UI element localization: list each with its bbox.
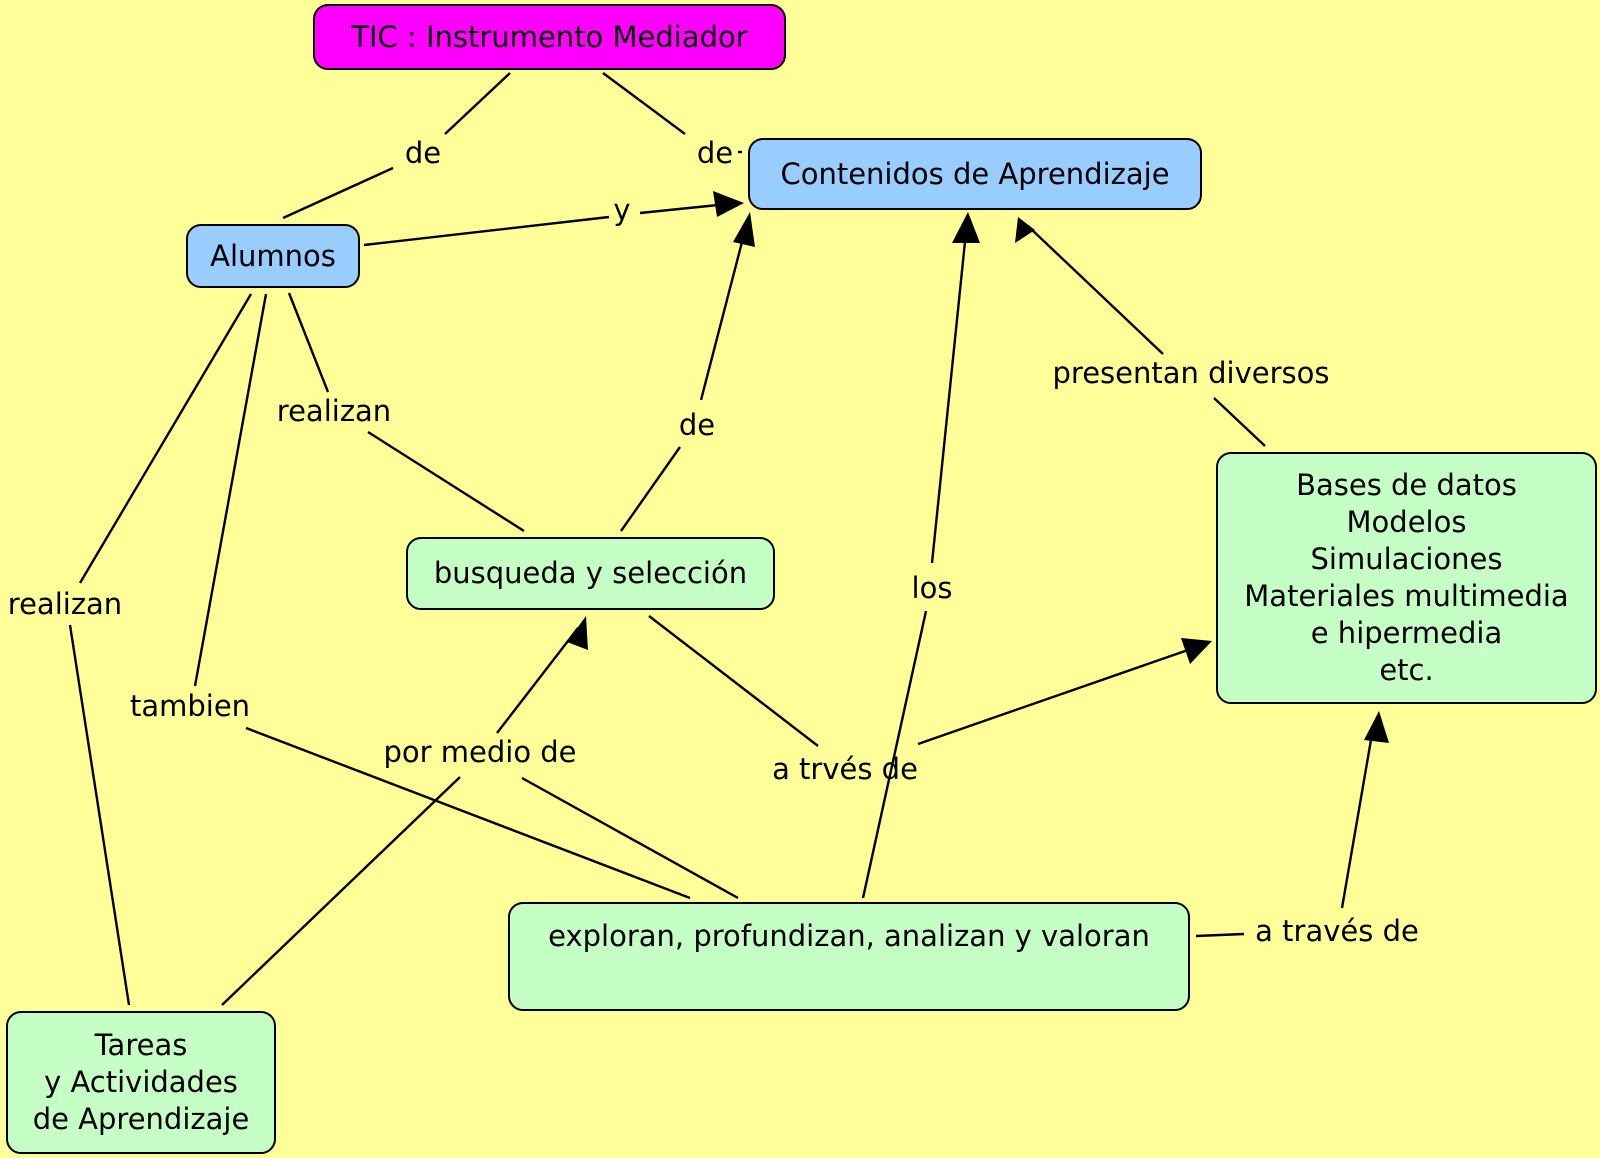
concept-tic-label: TIC : Instrumento Mediador xyxy=(351,19,748,54)
connector-line xyxy=(282,166,394,220)
concept-tic[interactable]: TIC : Instrumento Mediador xyxy=(313,4,786,70)
connector-line xyxy=(367,430,525,533)
connector-line xyxy=(287,292,330,393)
arrowhead xyxy=(1015,217,1035,243)
connector-line xyxy=(1029,227,1164,355)
concept-bases-line: e hipermedia xyxy=(1310,616,1503,650)
concept-tareas-line: Tareas xyxy=(94,1028,188,1062)
connector-line xyxy=(1195,932,1245,938)
connector-line xyxy=(363,215,610,247)
link-de-tic-alumnos: de xyxy=(404,136,442,170)
concept-tareas-line: de Aprendizaje xyxy=(32,1102,250,1136)
link-de-tic-contenidos: de xyxy=(696,136,734,170)
connector-line xyxy=(1340,733,1374,909)
concept-alumnos[interactable]: Alumnos xyxy=(186,224,360,288)
concept-tareas-line: y Actividades xyxy=(44,1065,238,1099)
connector-line xyxy=(917,648,1189,746)
connector-line xyxy=(1213,397,1266,447)
link-realizan-tareas: realizan xyxy=(7,587,123,621)
connector-line xyxy=(68,624,131,1006)
concept-bases[interactable]: Bases de datos Modelos Simulaciones Mate… xyxy=(1216,452,1597,704)
link-realizan-busqueda: realizan xyxy=(276,394,392,428)
concept-contenidos-label: Contenidos de Aprendizaje xyxy=(780,156,1170,191)
connector-line xyxy=(221,776,461,1006)
connector-line xyxy=(699,241,744,401)
connector-line xyxy=(521,776,739,900)
concept-busqueda[interactable]: busqueda y selección xyxy=(406,537,775,610)
concept-bases-line: Simulaciones xyxy=(1310,542,1503,576)
arrowhead xyxy=(567,616,588,650)
concept-bases-line: etc. xyxy=(1379,653,1434,687)
arrowhead xyxy=(713,191,744,217)
link-a-trves-de: a trvés de xyxy=(772,752,918,786)
connector-line xyxy=(648,615,819,747)
concept-exploran-label: exploran, profundizan, analizan y valora… xyxy=(548,919,1150,953)
arrowhead xyxy=(733,212,755,247)
link-tambien: tambien xyxy=(129,689,251,723)
connector-line xyxy=(861,610,928,899)
concept-alumnos-label: Alumnos xyxy=(210,238,336,273)
link-por-medio-de: por medio de xyxy=(383,735,577,769)
link-presentan-diversos: presentan diversos xyxy=(1052,356,1330,390)
concept-tareas[interactable]: Tareas y Actividades de Aprendizaje xyxy=(6,1011,276,1154)
concept-bases-line: Modelos xyxy=(1346,505,1467,539)
link-a-traves-de: a través de xyxy=(1255,914,1419,948)
link-de-busqueda: de xyxy=(678,408,716,442)
concept-exploran[interactable]: exploran, profundizan, analizan y valora… xyxy=(508,902,1190,1011)
concept-contenidos[interactable]: Contenidos de Aprendizaje xyxy=(748,138,1202,210)
arrowhead xyxy=(1364,711,1389,743)
concept-bases-line: Bases de datos xyxy=(1296,468,1517,502)
concept-bases-line: Materiales multimedia xyxy=(1244,579,1569,613)
connector-line xyxy=(930,231,968,564)
connector-line xyxy=(245,726,691,900)
link-y: y xyxy=(613,193,631,227)
connector-line xyxy=(639,203,719,215)
connector-line xyxy=(193,293,268,687)
link-los: los xyxy=(911,571,953,605)
connector-line xyxy=(444,72,511,135)
concept-busqueda-label: busqueda y selección xyxy=(433,556,748,590)
arrowhead xyxy=(1181,638,1212,664)
connector-line xyxy=(620,446,681,532)
arrowhead xyxy=(952,212,980,243)
connector-line xyxy=(78,293,253,584)
connector-line xyxy=(602,72,686,135)
connector-line xyxy=(496,627,579,734)
